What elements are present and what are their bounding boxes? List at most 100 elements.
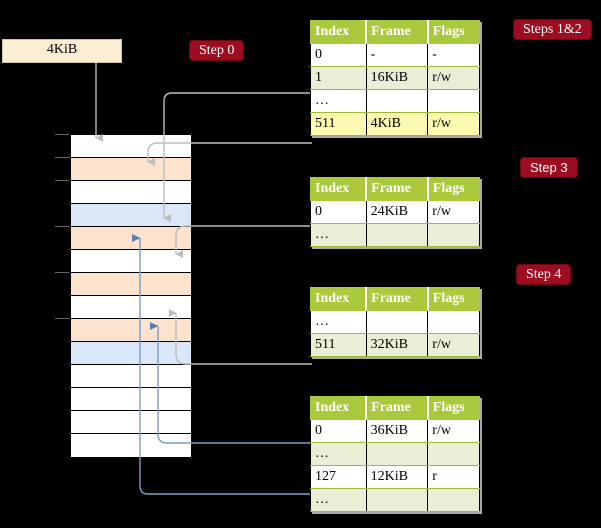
memory-frame-row: [71, 273, 191, 296]
memory-frame-row: [71, 388, 191, 411]
step-badge-label: Steps 1&2: [523, 22, 582, 37]
wire-table1-row0-to-stack: [175, 225, 312, 258]
physical-memory-stack: [70, 134, 191, 458]
table-cell-frame: 36KiB: [365, 419, 429, 443]
wire-table2-row511-to-stack: [169, 309, 312, 365]
column-header-frame: Frame: [365, 287, 429, 311]
table-cell-frame: [365, 442, 429, 466]
memory-frame-row: [71, 411, 191, 434]
table-cell-frame: [365, 89, 429, 113]
size-box-4kib: 4KiB: [2, 39, 122, 63]
memory-frame-row: [71, 250, 191, 273]
step-badge-steps-1-and-2: Steps 1&2: [514, 20, 591, 39]
table-cell-index: …: [310, 89, 367, 113]
column-header-index: Index: [310, 20, 367, 44]
table-cell-flags: [427, 488, 480, 512]
memory-frame-row: [71, 365, 191, 388]
table-cell-index: 1: [310, 66, 367, 90]
step-badge-step-3: Step 3: [521, 158, 577, 177]
memory-frame-row: [71, 204, 191, 227]
table-cell-index: …: [310, 442, 367, 466]
memory-frame-row: [71, 135, 191, 158]
table-cell-index: …: [310, 223, 367, 247]
column-header-flags: Flags: [426, 287, 480, 311]
table-row: …: [310, 488, 480, 512]
table-cell-index: 0: [310, 200, 367, 224]
step-badge-step-4: Step 4: [517, 265, 571, 284]
memory-frame-tick: [55, 272, 69, 273]
memory-frame-tick: [55, 180, 69, 181]
table-cell-flags: r/w: [427, 419, 480, 443]
table-cell-frame: -: [365, 43, 429, 67]
memory-frame-row: [71, 342, 191, 365]
step-badge-label: Step 3: [530, 160, 568, 175]
column-header-index: Index: [310, 287, 367, 311]
table-cell-index: 511: [310, 112, 367, 136]
table-cell-flags: r/w: [427, 200, 480, 224]
column-header-frame: Frame: [365, 20, 429, 44]
memory-frame-row: [71, 296, 191, 319]
table-row: …: [310, 89, 480, 113]
column-header-frame: Frame: [365, 177, 429, 201]
memory-frame-tick: [55, 318, 69, 319]
table-cell-flags: [427, 223, 480, 247]
table-row: 0--: [310, 43, 480, 67]
step-badge-label: Step 0: [199, 43, 235, 58]
table-cell-index: …: [310, 310, 367, 334]
table-cell-frame: 32KiB: [365, 333, 429, 357]
memory-frame-row: [71, 227, 191, 250]
table-row: …: [310, 442, 480, 466]
memory-frame-row: [71, 158, 191, 181]
table-row: …: [310, 310, 480, 334]
table-cell-index: 0: [310, 43, 367, 67]
table-cell-flags: [427, 89, 480, 113]
table-cell-flags: [427, 442, 480, 466]
column-header-flags: Flags: [426, 396, 480, 420]
table-cell-flags: r/w: [427, 66, 480, 90]
column-header-flags: Flags: [426, 20, 480, 44]
table-cell-frame: [365, 223, 429, 247]
column-header-index: Index: [310, 177, 367, 201]
size-box-label: 4KiB: [46, 42, 78, 57]
table-cell-flags: r/w: [427, 112, 480, 136]
table-cell-frame: 12KiB: [365, 465, 429, 489]
column-header-index: Index: [310, 396, 367, 420]
memory-frame-row: [71, 434, 191, 457]
table-cell-index: 511: [310, 333, 367, 357]
table-cell-frame: [365, 488, 429, 512]
table-cell-frame: 24KiB: [365, 200, 429, 224]
step-badge-label: Step 4: [526, 267, 562, 282]
table-cell-flags: [427, 310, 480, 334]
table-cell-index: 127: [310, 465, 367, 489]
table-cell-frame: 16KiB: [365, 66, 429, 90]
table-cell-flags: -: [427, 43, 480, 67]
table-cell-frame: [365, 310, 429, 334]
column-header-frame: Frame: [365, 396, 429, 420]
table-cell-flags: r/w: [427, 333, 480, 357]
column-header-flags: Flags: [426, 177, 480, 201]
memory-frame-tick: [55, 134, 69, 135]
table-cell-flags: r: [427, 465, 480, 489]
step-badge-step-0: Step 0: [190, 41, 244, 60]
memory-frame-row: [71, 319, 191, 342]
memory-frame-tick: [55, 226, 69, 227]
memory-frame-row: [71, 181, 191, 204]
table-cell-index: 0: [310, 419, 367, 443]
table-row: …: [310, 223, 480, 247]
table-cell-index: …: [310, 488, 367, 512]
